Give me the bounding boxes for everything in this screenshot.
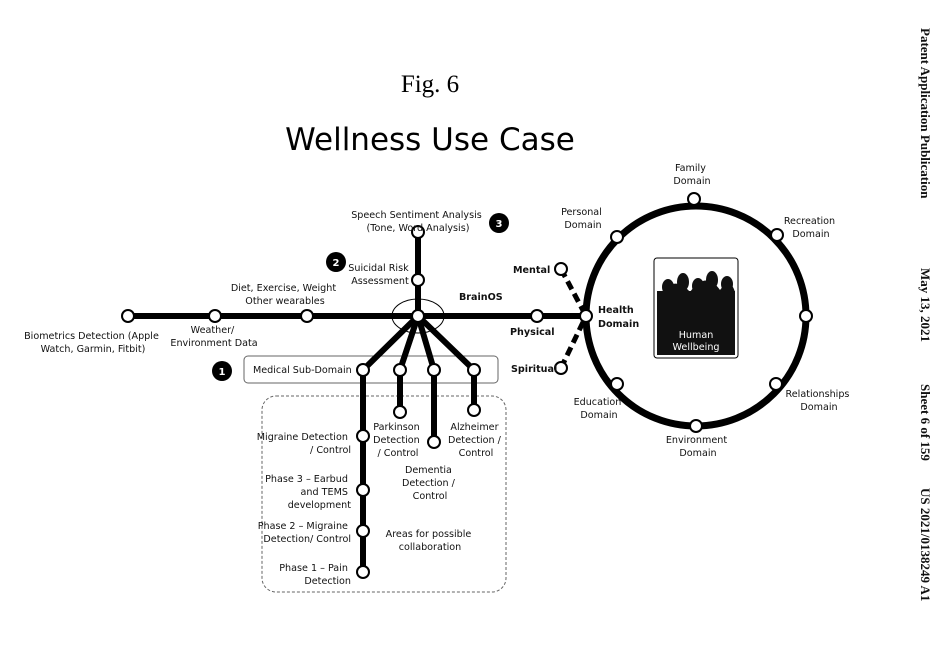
- wellbeing-label-line2: Wellbeing: [673, 342, 720, 353]
- diagram-title: Wellness Use Case: [285, 122, 575, 158]
- medical-subdomain-box: [243, 355, 499, 384]
- weather-node: [208, 309, 222, 323]
- parkinson-node: [393, 405, 407, 419]
- collaboration-box: [261, 395, 507, 593]
- migraine-label: Migraine Detection / Control: [257, 432, 351, 456]
- family-domain-label: Family Domain: [673, 163, 710, 187]
- recreation-domain-label: Recreation Domain: [784, 216, 838, 240]
- health-domain-label: Health Domain: [598, 305, 639, 330]
- alzheimer-label: Alzheimer Detection / Control: [448, 422, 504, 459]
- svg-text:2: 2: [333, 258, 340, 269]
- personal-domain-node: [610, 230, 624, 244]
- medical-subdomain-label: Medical Sub-Domain: [253, 365, 352, 376]
- speech-label: Speech Sentiment Analysis (Tone, Word An…: [351, 210, 485, 234]
- people-silhouette-icon: [657, 271, 735, 300]
- biometrics-node: [121, 309, 135, 323]
- dementia-upper-node: [427, 363, 441, 377]
- speech-node: [411, 225, 425, 239]
- environment-domain-label: Environment Domain: [666, 435, 730, 459]
- marker-one: 1: [212, 361, 232, 381]
- personal-domain-label: Personal Domain: [561, 207, 605, 231]
- physical-label: Physical: [510, 327, 555, 338]
- alzheimer-upper-node: [467, 363, 481, 377]
- physical-node: [530, 309, 544, 323]
- parkinson-label: Parkinson Detection / Control: [373, 422, 423, 459]
- suicidal-node: [411, 273, 425, 287]
- wellbeing-image-dark: [657, 291, 735, 355]
- mental-node: [554, 262, 568, 276]
- spiritual-node: [554, 361, 568, 375]
- figure-label: Fig. 6: [401, 71, 459, 98]
- svg-text:3: 3: [496, 219, 503, 230]
- mental-connector: [558, 267, 589, 318]
- migraine-node: [356, 429, 370, 443]
- patent-number: US 2021/0138249 A1: [918, 488, 933, 601]
- phase1-label: Phase 1 – Pain Detection: [279, 563, 351, 587]
- family-domain-node: [687, 192, 701, 206]
- weather-label: Weather/ Environment Data: [170, 325, 257, 349]
- ring-east-node: [799, 309, 813, 323]
- spiritual-label: Spiritual: [511, 364, 557, 375]
- environment-domain-node: [689, 419, 703, 433]
- publication-date: May 13, 2021: [918, 268, 933, 342]
- phase1-node: [356, 565, 370, 579]
- health-domain-node: [579, 309, 593, 323]
- phase3-label: Phase 3 – Earbud and TEMS development: [265, 474, 351, 511]
- phase2-label: Phase 2 – Migraine Detection/ Control: [258, 521, 351, 545]
- collaboration-label: Areas for possible collaboration: [386, 529, 475, 553]
- diet-label: Diet, Exercise, Weight Other wearables: [231, 283, 339, 307]
- wellbeing-label-line1: Human: [679, 330, 714, 341]
- mental-label: Mental: [513, 265, 550, 276]
- relationships-domain-node: [769, 377, 783, 391]
- brainos-hub-ring: [391, 298, 445, 334]
- marker-three: 3: [489, 213, 509, 233]
- education-domain-label: Education Domain: [574, 397, 625, 421]
- dementia-label: Dementia Detection / Control: [402, 465, 458, 502]
- publication-label: Patent Application Publication: [918, 28, 933, 199]
- phase2-node: [356, 524, 370, 538]
- brainos-label: BrainOS: [459, 292, 503, 303]
- sheet-number: Sheet 6 of 159: [918, 384, 933, 461]
- marker-two: 2: [326, 252, 346, 272]
- education-domain-node: [610, 377, 624, 391]
- phase3-node: [356, 483, 370, 497]
- recreation-domain-node: [770, 228, 784, 242]
- suicidal-label: Suicidal Risk Assessment: [348, 263, 411, 287]
- parkinson-upper-node: [393, 363, 407, 377]
- dementia-node: [427, 435, 441, 449]
- medical-subdomain-node: [356, 363, 370, 377]
- spiritual-connector: [558, 314, 589, 370]
- alzheimer-node: [467, 403, 481, 417]
- svg-text:1: 1: [219, 367, 226, 378]
- brainos-node: [411, 309, 425, 323]
- relationships-domain-label: Relationships Domain: [786, 389, 853, 413]
- diet-node: [300, 309, 314, 323]
- biometrics-label: Biometrics Detection (Apple Watch, Garmi…: [24, 331, 162, 355]
